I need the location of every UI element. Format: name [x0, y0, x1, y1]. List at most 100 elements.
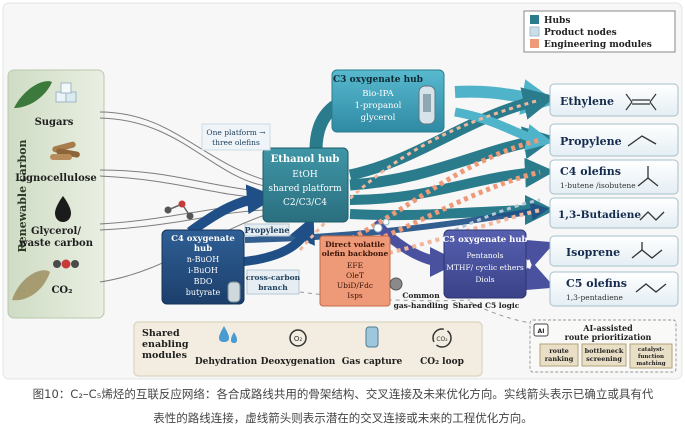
feedstock-panel: Renewable carbon [7, 69, 105, 319]
dvo-title-line-1: Direct volatile [325, 240, 385, 249]
product-propylene-label: Propylene [560, 135, 622, 148]
feedstock-glycerol-line-1: Glycerol/ [31, 226, 81, 237]
cross-carbon-line-2: branch [258, 283, 288, 292]
wood-pellets-icon [50, 141, 80, 160]
shared-modules-title-line-1: Shared [142, 328, 180, 339]
reactor-icon [418, 85, 436, 125]
shared-modules-title-line-2: enabling [142, 339, 189, 350]
propylene-tag: Propylene [244, 223, 290, 237]
isobutene-structure-icon [637, 166, 659, 187]
product-ethylene: Ethylene [549, 83, 679, 117]
legend-label-products: Product nodes [544, 28, 617, 38]
ai-title-line-1: AI-assisted [582, 323, 633, 333]
molecule-icon-left [164, 200, 194, 220]
legend-swatch-engineering [530, 39, 539, 48]
common-gas-line-1: Common [402, 291, 440, 300]
ai-box-1-line-1: route [549, 347, 569, 355]
co2-loop-icon [432, 328, 452, 348]
ethanol-hub: Ethanol hub EtOH shared platform C2/C3/C… [262, 147, 349, 223]
oil-drop-icon [55, 196, 71, 222]
c5-hub-line-2: MTHF/ cyclic ethers [446, 263, 524, 272]
module-dehydration: Dehydration [195, 357, 258, 367]
product-butadiene: 1,3-Butadiene [549, 197, 679, 229]
pentadiene-structure-icon [635, 283, 667, 293]
ai-chip-icon [533, 323, 549, 337]
ai-box-bottleneck-screening [581, 343, 627, 367]
feedstock-lignocellulose: Lignocellulose [15, 173, 97, 184]
product-isoprene: Isoprene [549, 235, 679, 267]
ethylene-structure-icon [625, 93, 657, 111]
c4-hub-line-2: i-BuOH [188, 266, 218, 275]
ai-box-2-line-1: bottleneck [585, 347, 624, 355]
svg-text:CO₂: CO₂ [436, 336, 448, 343]
dvo-title-line-2: olefin backbone [322, 249, 389, 258]
module-gas-capture: Gas capture [342, 357, 403, 367]
ethanol-hub-title: Ethanol hub [271, 154, 340, 165]
ai-title-line-2: route prioritization [565, 332, 652, 342]
water-drop-icon [219, 326, 229, 342]
c3-hub-line-3: glycerol [361, 113, 396, 123]
c3-oxygenate-hub: C3 oxygenate hub Bio-IPA 1-propanol glyc… [331, 69, 445, 133]
c4-hub-title-line-2: hub [194, 244, 212, 254]
product-butadiene-label: 1,3-Butadiene [558, 209, 641, 221]
ethanol-hub-line-2: shared platform [268, 184, 342, 194]
ai-box-catalyst-function-matching [629, 343, 673, 369]
c5-hub-line-1: Pentanols [466, 251, 503, 260]
product-c4-olefins-label: C4 olefins [560, 165, 621, 178]
butadiene-structure-icon [639, 211, 665, 221]
module-deoxygenation: Deoxygenation [261, 357, 336, 367]
svg-text:One platform →three olefins: One platform →three olefins [206, 128, 265, 147]
ai-box-3-line-3: matching [636, 361, 665, 367]
dvo-line-4: Isps [347, 291, 363, 300]
legend-swatch-hubs [530, 15, 539, 24]
ethanol-hub-line-1: EtOH [292, 170, 318, 180]
dvo-line-3: UbiD/Fdc [337, 281, 373, 290]
feedstock-co2: CO₂ [51, 285, 72, 296]
cross-carbon-line-1: cross-carbon [246, 273, 301, 282]
feedstock-glycerol-line-2: waste carbon [18, 238, 94, 249]
one-platform-line-2: three olefins [212, 138, 260, 147]
ai-box-3-line-2: function [638, 354, 664, 360]
leaf-icon-bottom [12, 270, 50, 301]
legend: Hubs Product nodes Engineering modules [523, 10, 676, 53]
c4-hub-line-1: n-BuOH [187, 255, 219, 264]
bubble-icon [373, 223, 383, 233]
propylene-tag-label: Propylene [245, 225, 290, 235]
product-c4-olefins: C4 olefins 1-butene /isobutene [549, 159, 679, 195]
product-isoprene-label: Isoprene [566, 246, 620, 259]
product-c5-olefins-sub: 1,3-pentadiene [566, 293, 623, 302]
isoprene-structure-icon [631, 249, 663, 259]
ai-box-2-line-2: screening [586, 355, 622, 363]
gas-cylinder-icon [365, 326, 379, 348]
water-drop-icon [231, 332, 237, 343]
bubble-icon [382, 218, 390, 226]
svg-text:O₂: O₂ [294, 335, 303, 343]
shared-c5-logic: Shared C5 logic [453, 301, 520, 310]
figure-caption-line-2: 表性的路线连接，虚线箭头则表示潜在的交叉连接或未来的工程优化方向。 [153, 411, 533, 425]
feedstock-glycerol: Glycerol/waste carbon [18, 226, 94, 249]
module-co2-loop: CO₂ loop [420, 357, 464, 367]
one-platform-note: One platform →three olefins [201, 123, 271, 151]
ai-box-3-line-1: catalyst- [638, 347, 664, 353]
gear-icon [389, 277, 403, 291]
c5-oxygenate-hub: C5 oxygenate hub Pentanols MTHF/ cyclic … [443, 229, 528, 299]
legend-box [523, 10, 676, 53]
dvo-line-1: EFE [347, 261, 363, 270]
c5-hub-title: C5 oxygenate hub [443, 235, 528, 245]
